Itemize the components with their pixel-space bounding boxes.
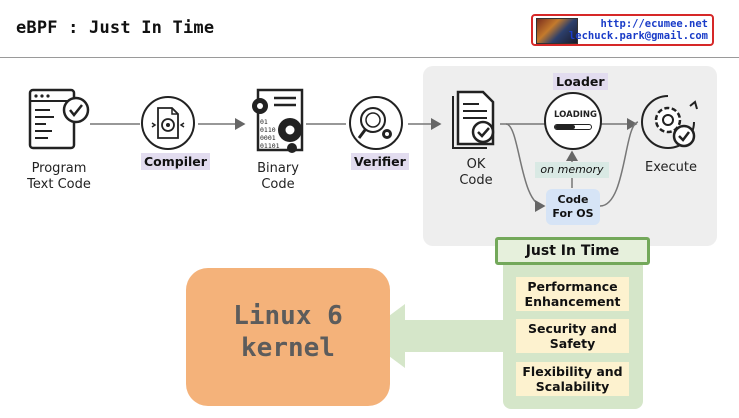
execute-label: Execute (645, 160, 697, 175)
code-for-os-line2: For OS (552, 207, 594, 220)
execute-node[interactable] (640, 94, 700, 152)
arrow-codeforos-to-execute (599, 121, 639, 207)
badge-url[interactable]: http://ecumee.net (600, 18, 708, 30)
linux-kernel-label: Linux 6 kernel (186, 300, 390, 364)
code-document-check-icon (28, 88, 90, 150)
compiler-node[interactable] (141, 96, 195, 150)
program-label-line1: Program (31, 161, 87, 176)
program-text-code-node[interactable] (28, 88, 90, 156)
code-for-os-box[interactable]: Code For OS (546, 189, 600, 225)
page-title: eBPF : Just In Time (16, 18, 215, 38)
jit-item-flexibility[interactable]: Flexibility and Scalability (516, 362, 629, 396)
author-badge: http://ecumee.net lechuck.park@gmail.com (531, 14, 714, 46)
jit-item-line2: Safety (549, 336, 596, 351)
arrow-okcode-to-codeforos (505, 123, 546, 212)
binary-bits-1: 01 (260, 118, 268, 126)
binary-label-line1: Binary (257, 161, 299, 176)
binary-label-line2: Code (261, 177, 295, 192)
jit-item-security[interactable]: Security and Safety (516, 319, 629, 353)
ok-code-label-line1: OK (466, 157, 486, 172)
binary-code-node[interactable]: 01 0110 0001 01101 (248, 88, 308, 156)
loading-progress-fill (555, 125, 575, 129)
badge-thumbnail (536, 18, 578, 44)
kernel-line2: kernel (241, 333, 335, 363)
jit-item-line2: Scalability (535, 379, 610, 394)
jit-item-line1: Flexibility and (522, 364, 623, 379)
jit-item-line1: Performance (527, 279, 618, 294)
ok-code-label-line2: Code (459, 173, 493, 188)
linux-kernel-box[interactable] (186, 268, 390, 406)
document-check-icon (452, 90, 495, 149)
loader-title: Loader (553, 73, 608, 90)
compiler-label: Compiler (141, 153, 210, 170)
code-for-os-line1: Code (557, 193, 589, 206)
badge-email[interactable]: lechuck.park@gmail.com (568, 30, 708, 42)
jit-item-line2: Enhancement (524, 294, 621, 309)
verifier-node[interactable] (349, 96, 403, 150)
binary-gears-icon: 01 0110 0001 01101 (252, 88, 304, 153)
title-divider (0, 57, 739, 58)
on-memory-label: on memory (535, 162, 609, 178)
ok-code-node[interactable] (449, 90, 501, 152)
kernel-line1: Linux 6 (233, 301, 343, 331)
binary-bits-2: 0110 (260, 126, 276, 134)
program-label-line2: Text Code (27, 177, 91, 192)
jit-to-kernel-arrow (362, 304, 503, 368)
gear-check-icon (641, 95, 698, 149)
binary-bits-3: 0001 (260, 134, 276, 142)
jit-title: Just In Time (495, 237, 650, 265)
program-label: Program Text Code (22, 161, 96, 193)
magnifier-verify-icon (357, 107, 392, 139)
compile-gear-icon (151, 107, 185, 139)
binary-label: Binary Code (246, 161, 310, 193)
ok-code-label: OK Code (454, 157, 498, 189)
verifier-label: Verifier (351, 153, 409, 170)
loader-node[interactable]: LOADING (544, 92, 602, 150)
binary-bits-4: 01101 (260, 142, 280, 150)
jit-item-performance[interactable]: Performance Enhancement (516, 277, 629, 311)
loading-progress-bar (554, 124, 592, 130)
loading-text: LOADING (554, 110, 597, 120)
jit-item-line1: Security and (528, 321, 617, 336)
